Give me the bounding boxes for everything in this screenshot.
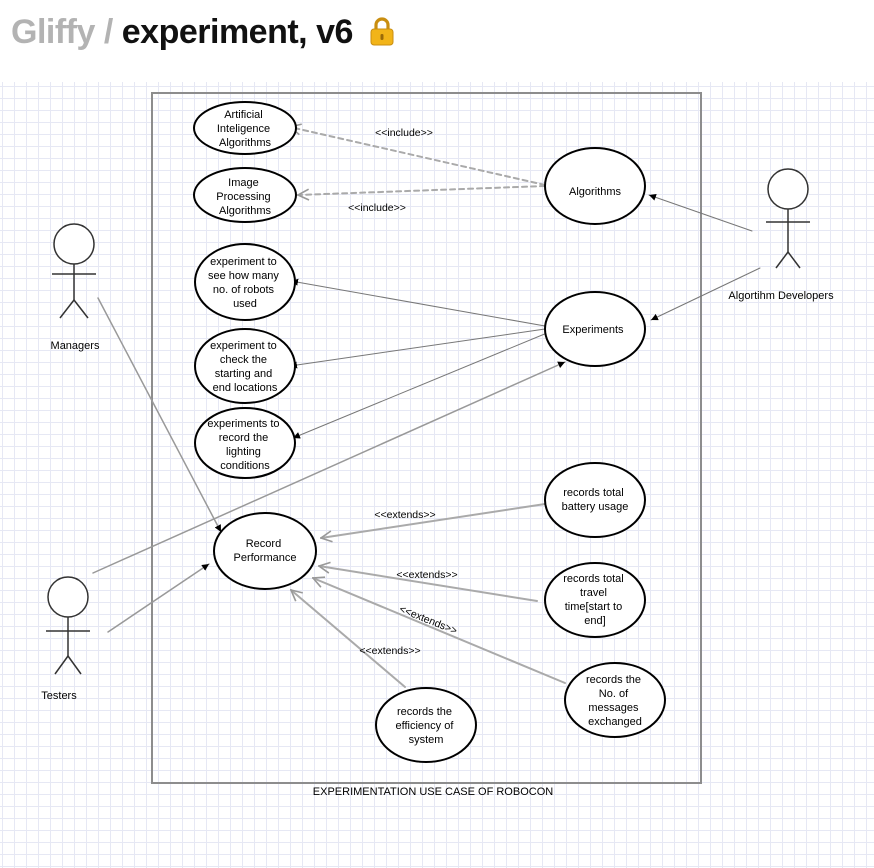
- usecase-exp-locations-label-line: starting and: [215, 368, 272, 380]
- usecase-travel-label-line: end]: [584, 615, 605, 627]
- usecase-exp-locations[interactable]: [194, 328, 296, 404]
- usecase-experiments-label-line: Experiments: [562, 324, 624, 336]
- usecase-messages-label-line: records the: [586, 674, 641, 686]
- exp-lighting-line[interactable]: [292, 332, 548, 439]
- usecase-ai-label-line: Inteligence: [217, 123, 270, 135]
- usecase-ai-label: Artificial Inteligence Algorithms: [217, 109, 273, 149]
- diagram-caption: EXPERIMENTATION USE CASE OF ROBOCON: [313, 786, 553, 798]
- usecase-exp-robots[interactable]: [194, 243, 296, 321]
- usecase-exp-locations-label: experiment to check the starting and end…: [210, 340, 280, 394]
- include-label-ai: <<include>>: [375, 127, 433, 139]
- usecase-efficiency-label-line: efficiency of: [396, 720, 455, 732]
- usecase-efficiency-label-line: system: [409, 734, 444, 746]
- usecase-exp-lighting-label-line: conditions: [220, 460, 270, 472]
- header-bar: Gliffy / experiment, v6: [0, 0, 874, 82]
- usecase-messages-label-line: No. of: [599, 688, 629, 700]
- testers-experiments-line[interactable]: [92, 361, 566, 574]
- document-title-bar: Gliffy / experiment, v6: [11, 10, 396, 54]
- usecase-efficiency[interactable]: [375, 687, 477, 763]
- usecase-algorithms[interactable]: [544, 147, 646, 225]
- include-line-ip[interactable]: [298, 185, 546, 195]
- exp-locations-line[interactable]: [289, 328, 546, 369]
- extends-label-messages: <<extends>>: [397, 603, 458, 637]
- usecase-battery-label: records total battery usage: [562, 487, 629, 513]
- usecase-ai-algorithms[interactable]: [193, 101, 297, 155]
- extends-label-efficiency: <<extends>>: [359, 645, 420, 657]
- usecase-ip-label-line: Processing: [216, 191, 270, 203]
- usecase-exp-locations-label-line: check the: [220, 354, 267, 366]
- usecase-efficiency-label-line: records the: [397, 706, 452, 718]
- dev-algorithms-line[interactable]: [648, 194, 753, 232]
- usecase-messages[interactable]: [564, 662, 666, 738]
- usecase-ai-label-line: Artificial: [224, 109, 263, 121]
- actor-developers-label: Algortihm Developers: [728, 290, 834, 302]
- exp-robots-line[interactable]: [290, 278, 546, 327]
- usecase-exp-robots-label-line: experiment to: [210, 256, 277, 268]
- document-title: experiment, v6: [121, 13, 354, 51]
- actor-testers-figure[interactable]: [46, 576, 90, 675]
- include-label-ip: <<include>>: [348, 202, 406, 214]
- system-boundary[interactable]: [151, 92, 702, 784]
- extends-efficiency-line[interactable]: [291, 590, 406, 688]
- usecase-travel-label-line: travel: [580, 587, 607, 599]
- diagram-canvas[interactable]: <<include>> <<include>> <<extends>> <<ex…: [0, 82, 874, 868]
- usecase-exp-locations-label-line: end locations: [213, 382, 278, 394]
- extends-travel-line[interactable]: [319, 566, 538, 602]
- extends-battery-line[interactable]: [321, 503, 546, 538]
- gliffy-brand-link[interactable]: Gliffy: [11, 13, 95, 51]
- include-line-ai[interactable]: [290, 127, 546, 186]
- extends-label-travel: <<extends>>: [396, 569, 457, 581]
- lock-icon: [370, 17, 394, 46]
- usecase-image-processing[interactable]: [193, 167, 297, 223]
- usecase-messages-label-line: messages: [588, 702, 639, 714]
- usecase-exp-lighting-label-line: record the: [219, 432, 269, 444]
- usecase-exp-lighting-label-line: experiments to: [207, 418, 279, 430]
- actor-managers-label: Managers: [51, 340, 100, 352]
- extends-label-battery: <<extends>>: [374, 509, 435, 521]
- usecase-battery-label-line: records total: [563, 487, 624, 499]
- managers-record-line[interactable]: [97, 297, 222, 533]
- usecase-travel-label-line: records total: [563, 573, 624, 585]
- extends-messages-line[interactable]: [313, 578, 566, 684]
- usecase-messages-label: records the No. of messages exchanged: [586, 674, 644, 728]
- usecase-algorithms-label: Algorithms: [569, 186, 621, 198]
- usecase-exp-robots-label-line: see how many: [208, 270, 279, 282]
- usecase-record-performance-label-line: Performance: [234, 552, 297, 564]
- usecase-battery[interactable]: [544, 462, 646, 538]
- usecase-ip-label-line: Image: [228, 177, 259, 189]
- actor-developers-figure[interactable]: [766, 168, 810, 269]
- usecase-algorithms-label-line: Algorithms: [569, 186, 621, 198]
- usecase-battery-label-line: battery usage: [562, 501, 629, 513]
- usecase-ai-label-line: Algorithms: [219, 137, 271, 149]
- usecase-travel-label: records total travel time[start to end]: [563, 573, 627, 627]
- usecase-record-performance[interactable]: [213, 512, 317, 590]
- usecase-experiments-label: Experiments: [562, 324, 624, 336]
- usecase-ip-label-line: Algorithms: [219, 205, 271, 217]
- usecase-exp-locations-label-line: experiment to: [210, 340, 277, 352]
- usecase-record-performance-label-line: Record: [246, 538, 281, 550]
- usecase-travel-label-line: time[start to: [565, 601, 622, 613]
- usecase-exp-lighting-label: experiments to record the lighting condi…: [207, 418, 282, 472]
- usecase-exp-robots-label-line: used: [233, 298, 257, 310]
- usecase-efficiency-label: records the efficiency of system: [396, 706, 457, 746]
- actor-testers-label: Testers: [41, 690, 77, 702]
- usecase-exp-robots-label: experiment to see how many no. of robots…: [208, 256, 282, 310]
- use-case-diagram: <<include>> <<include>> <<extends>> <<ex…: [41, 92, 834, 798]
- usecase-travel[interactable]: [544, 562, 646, 638]
- dev-experiments-line[interactable]: [650, 267, 761, 321]
- usecase-messages-label-line: exchanged: [588, 716, 642, 728]
- usecase-exp-lighting[interactable]: [194, 407, 296, 479]
- usecase-exp-lighting-label-line: lighting: [226, 446, 261, 458]
- testers-record-line[interactable]: [107, 563, 210, 633]
- usecase-record-performance-label: Record Performance: [234, 538, 297, 564]
- title-separator: /: [103, 13, 113, 51]
- usecase-exp-robots-label-line: no. of robots: [213, 284, 275, 296]
- usecase-experiments[interactable]: [544, 291, 646, 367]
- usecase-ip-label: Image Processing Algorithms: [216, 177, 273, 217]
- actor-managers-figure[interactable]: [52, 223, 96, 319]
